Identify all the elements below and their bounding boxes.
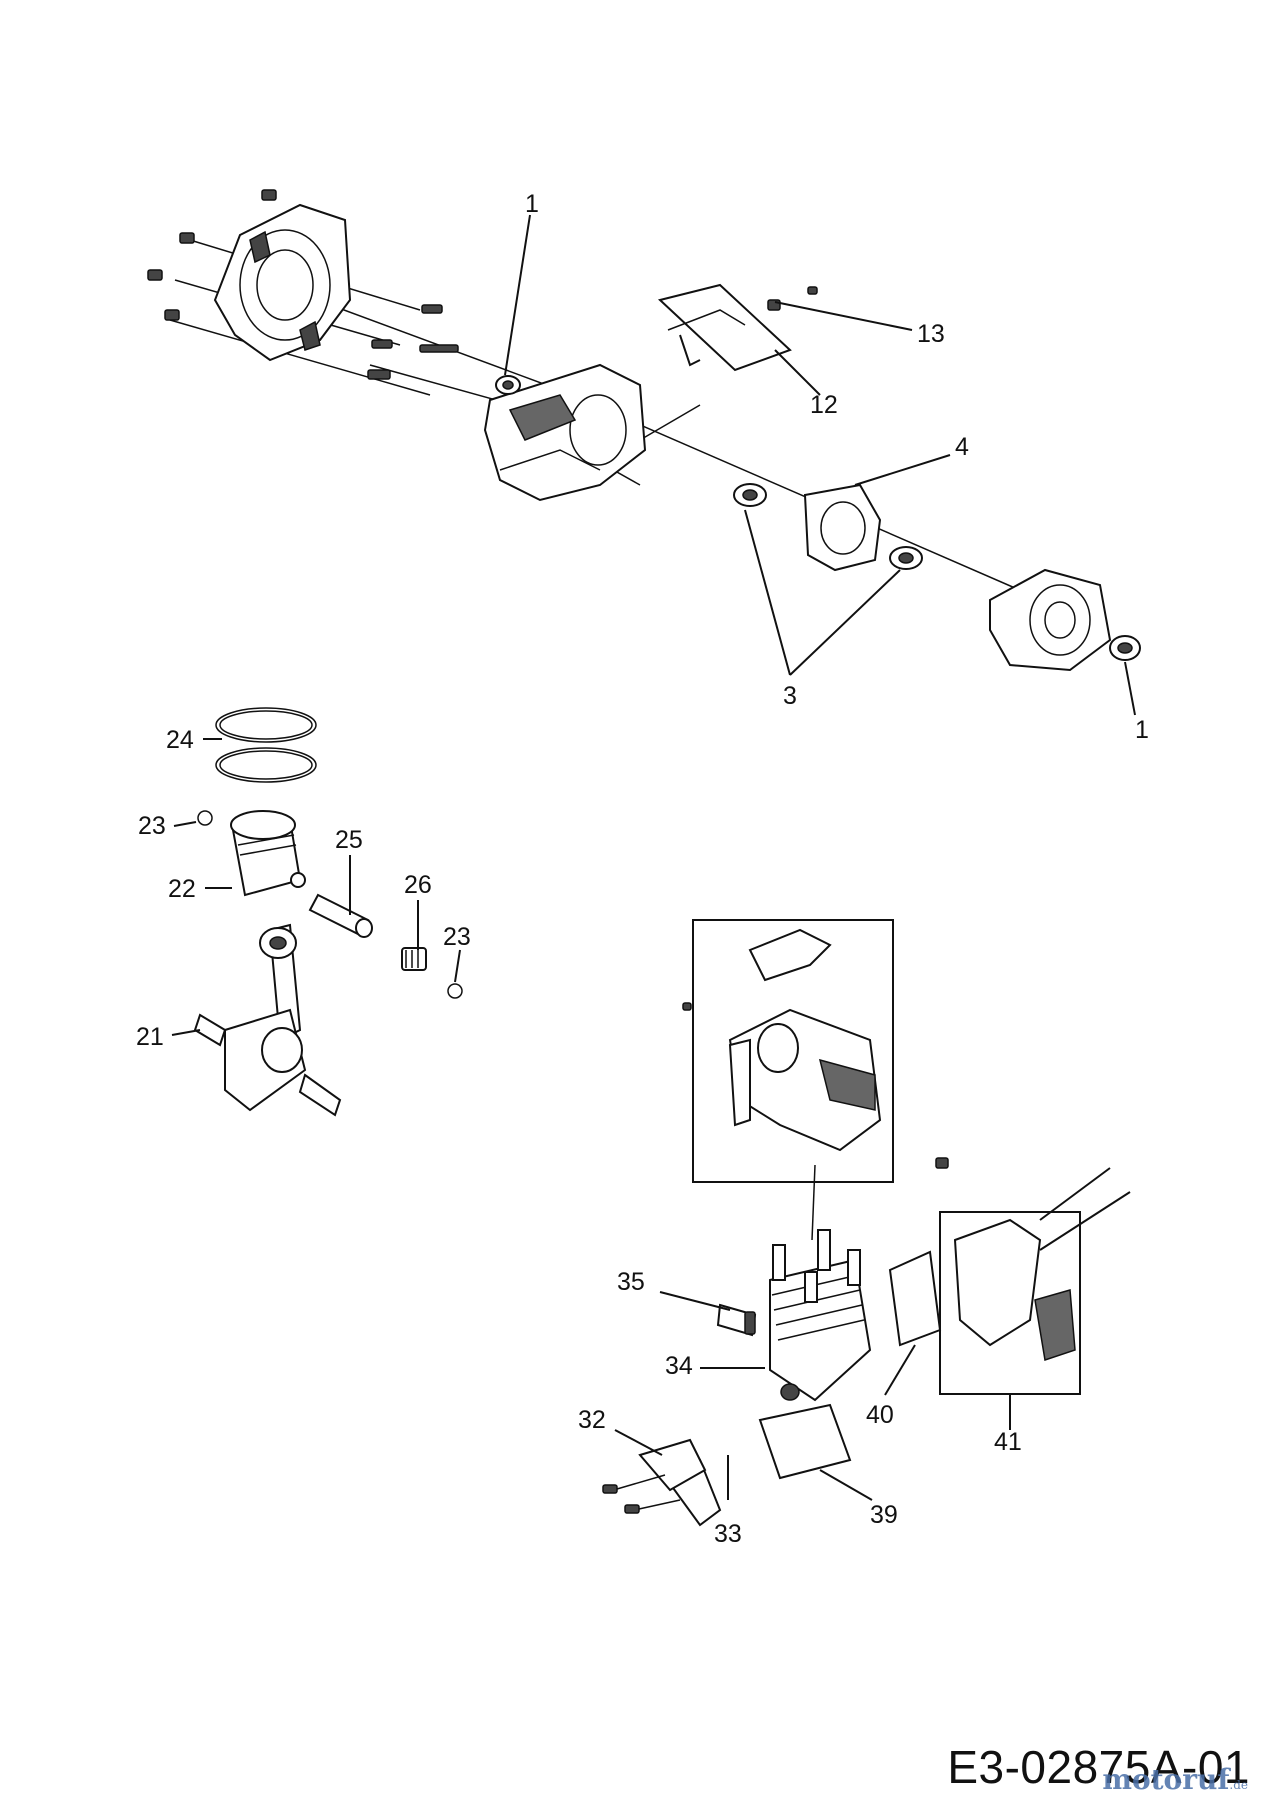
circlip-left xyxy=(197,810,213,826)
watermark-logo: motoruf.de xyxy=(1102,1763,1248,1796)
crankcase-center xyxy=(483,363,647,502)
crankshaft xyxy=(193,923,342,1117)
intake-plate xyxy=(657,283,792,372)
cylinder xyxy=(769,1258,872,1402)
oil-seal-right xyxy=(1109,635,1141,661)
leader-lines-right xyxy=(614,1291,1011,1501)
crankcase-half-left xyxy=(213,203,352,362)
callout-25: 25 xyxy=(335,826,363,854)
spark-plug xyxy=(716,1303,757,1337)
cylinder-bolts xyxy=(772,1229,861,1303)
callout-23-left: 23 xyxy=(138,812,166,840)
callout-12: 12 xyxy=(810,391,838,419)
callout-24: 24 xyxy=(166,726,194,754)
callout-13: 13 xyxy=(917,320,945,348)
callout-3: 3 xyxy=(783,682,797,710)
callout-40: 40 xyxy=(866,1401,894,1429)
bearings xyxy=(733,483,923,570)
leader-lines-top xyxy=(504,214,1136,716)
callout-1-right: 1 xyxy=(1135,716,1149,744)
crankcase-gasket xyxy=(803,483,882,572)
callout-41: 41 xyxy=(994,1428,1022,1456)
muffler-box xyxy=(939,1211,1081,1395)
leader-lines-left xyxy=(171,738,461,1036)
callout-39: 39 xyxy=(870,1501,898,1529)
diagram-code: E3-02875A-01 xyxy=(947,1741,1250,1793)
needle-bearing xyxy=(401,947,427,971)
watermark-main: motoruf xyxy=(1102,1763,1230,1796)
carb-bolts xyxy=(602,1474,681,1514)
piston xyxy=(230,810,306,897)
muffler xyxy=(953,1218,1076,1361)
callout-21: 21 xyxy=(136,1023,164,1051)
callout-35: 35 xyxy=(617,1268,645,1296)
shroud-box xyxy=(692,919,894,1183)
callout-34: 34 xyxy=(665,1352,693,1380)
callout-23-right: 23 xyxy=(443,923,471,951)
callout-26: 26 xyxy=(404,871,432,899)
crankcase-bolts-left xyxy=(147,189,459,380)
crankcase-half-right xyxy=(989,568,1112,672)
watermark-suffix: .de xyxy=(1229,1778,1248,1792)
circlip-right xyxy=(447,983,463,999)
piston-rings xyxy=(215,707,317,783)
callout-32: 32 xyxy=(578,1406,606,1434)
muffler-bolts xyxy=(1039,1167,1131,1251)
callout-33: 33 xyxy=(714,1520,742,1548)
exhaust-gasket xyxy=(888,1250,942,1347)
fasteners-shroud xyxy=(682,1002,949,1241)
piston-pin xyxy=(308,893,373,938)
callout-labels: 1 13 12 4 3 1 24 23 25 22 26 23 21 35 34… xyxy=(136,190,1149,1548)
carburetor-insulator xyxy=(638,1438,722,1527)
callout-22: 22 xyxy=(168,875,196,903)
cylinder-shroud xyxy=(728,928,882,1152)
callout-4: 4 xyxy=(955,433,969,461)
intake-manifold xyxy=(758,1403,852,1480)
callout-1-top: 1 xyxy=(525,190,539,218)
